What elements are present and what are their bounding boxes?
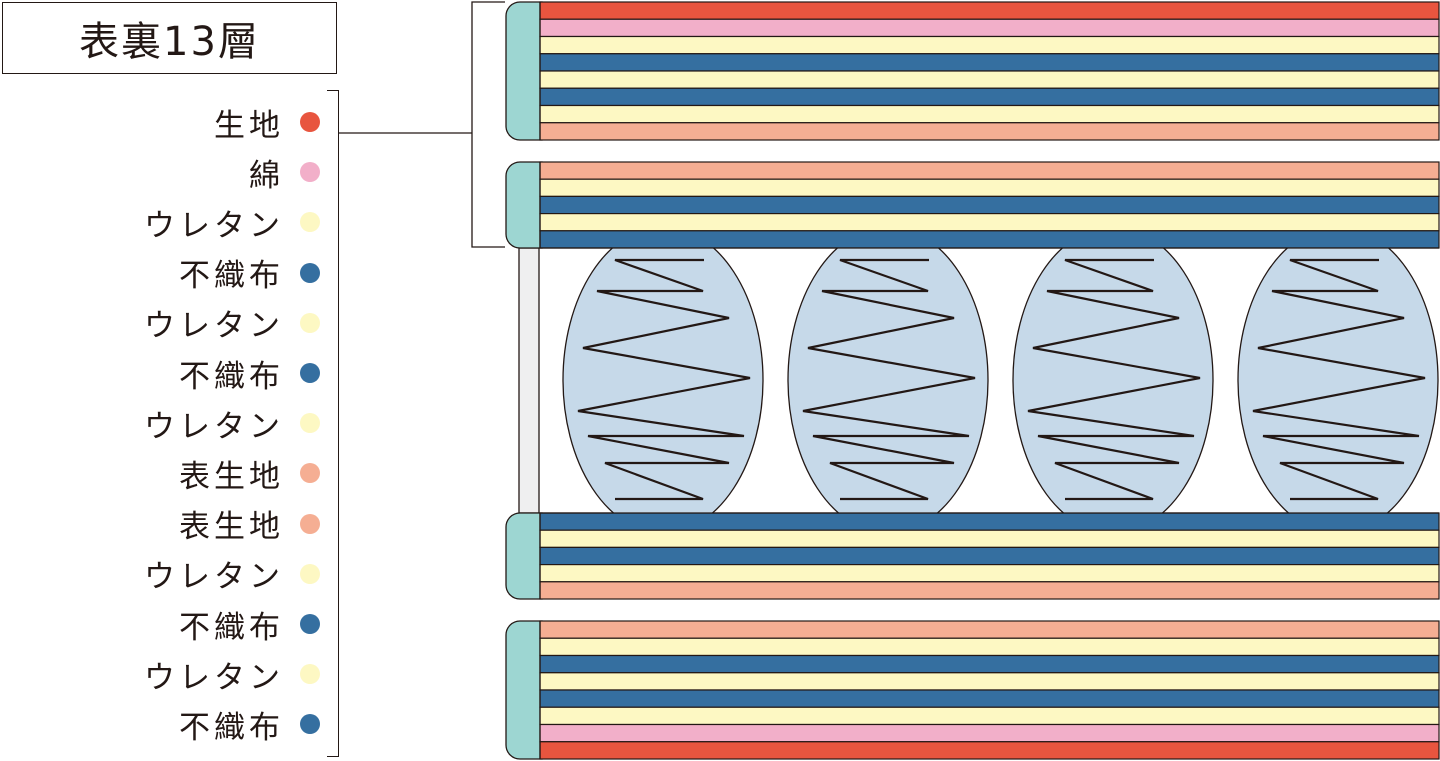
legend-color-dot <box>300 112 320 132</box>
panel-layer <box>539 723 1440 743</box>
spring-coil <box>802 258 976 501</box>
legend-label: ウレタン <box>144 559 284 596</box>
legend-item: 不織布 <box>179 604 320 646</box>
spring-pocket <box>562 248 764 513</box>
legend-label: ウレタン <box>144 207 284 244</box>
legend-item: ウレタン <box>144 403 320 445</box>
panel-layer <box>539 230 1440 249</box>
legend-color-dot <box>300 563 320 584</box>
legend-color-dot <box>300 513 320 534</box>
panel-layer <box>539 741 1440 760</box>
legend-label: 綿 <box>249 157 284 194</box>
panel-layer <box>539 213 1440 232</box>
panel-layer <box>539 35 1440 55</box>
legend-color-dot <box>300 312 320 333</box>
spring-coil <box>1027 258 1201 501</box>
legend-color-dot <box>300 162 320 183</box>
panel-layer <box>539 563 1440 583</box>
legend-label: ウレタン <box>144 408 284 445</box>
legend-label: ウレタン <box>144 308 284 345</box>
legend-label: ウレタン <box>144 659 284 696</box>
legend-label: 表生地 <box>179 458 284 495</box>
panel-layer <box>539 1 1440 20</box>
panel-layer <box>539 195 1440 215</box>
legend-label: 不織布 <box>179 709 284 746</box>
panel-layer <box>539 161 1440 180</box>
panel-layer <box>539 53 1440 72</box>
legend-label: 不織布 <box>179 358 284 395</box>
panel-layer <box>539 87 1440 107</box>
panel-layer <box>539 512 1440 531</box>
legend-item: ウレタン <box>144 554 320 596</box>
panel-layer <box>539 18 1440 38</box>
legend-item: 不織布 <box>179 704 320 746</box>
legend-label: 不織布 <box>179 258 284 295</box>
top-panels-bracket <box>471 1 505 248</box>
panel-layer <box>539 706 1440 726</box>
spring-pocket <box>787 248 989 513</box>
panel-layer <box>539 637 1440 657</box>
spring-coil <box>577 258 751 501</box>
legend-color-dot <box>300 212 320 233</box>
panel-layer <box>539 104 1440 124</box>
legend-label: 不織布 <box>179 609 284 646</box>
legend-item: ウレタン <box>144 654 320 696</box>
legend-item: ウレタン <box>144 303 320 345</box>
panel-layer <box>539 581 1440 600</box>
legend-color-dot <box>300 463 320 484</box>
spring-coil <box>1252 258 1426 501</box>
panel-layer <box>539 70 1440 89</box>
panel-layer <box>539 546 1440 566</box>
legend-item: 不織布 <box>179 253 320 295</box>
spring-pocket <box>1237 248 1439 513</box>
panel-layer <box>539 178 1440 197</box>
legend-label: 表生地 <box>179 509 284 546</box>
legend-color-dot <box>300 664 320 685</box>
legend-item: 表生地 <box>179 504 320 546</box>
panel-layer <box>539 689 1440 708</box>
side-frame <box>518 247 540 514</box>
legend-item: ウレタン <box>144 202 320 244</box>
panel-layer <box>539 620 1440 639</box>
legend-bracket <box>327 90 339 757</box>
legend-item: 綿 <box>249 152 320 194</box>
spring-pocket <box>1012 248 1214 513</box>
legend-color-dot <box>300 413 320 434</box>
panel-layer <box>539 122 1440 141</box>
legend-item: 生地 <box>214 102 320 144</box>
legend-color-dot <box>300 262 320 283</box>
legend-label: 生地 <box>214 107 284 144</box>
panel-layer <box>539 672 1440 691</box>
legend-color-dot <box>300 714 320 735</box>
panel-layer <box>539 529 1440 549</box>
legend-item: 不織布 <box>179 353 320 395</box>
legend-color-dot <box>300 614 320 634</box>
diagram-title: 表裏13層 <box>79 19 260 65</box>
panel-layer <box>539 654 1440 674</box>
legend-color-dot <box>300 363 320 383</box>
title-box: 表裏13層 <box>2 2 337 74</box>
legend-item: 表生地 <box>179 453 320 495</box>
